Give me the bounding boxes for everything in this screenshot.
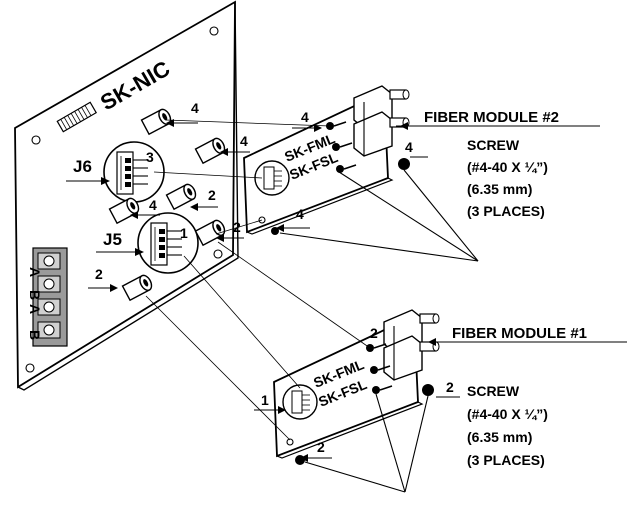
module1-screw-line4: (3 PLACES) (467, 452, 545, 468)
terminal-label-b2: B (27, 330, 43, 340)
mount-hole (213, 249, 223, 259)
module2-screw-num: 4 (405, 139, 413, 155)
j6-header (103, 141, 165, 203)
callout-4: 4 (301, 109, 309, 125)
screw-icon (422, 384, 434, 396)
module1-title: FIBER MODULE #1 (452, 325, 587, 342)
standoffs (108, 108, 226, 302)
callout-4: 4 (296, 206, 304, 222)
j6-label: J6 (73, 157, 92, 176)
module1-screw-num: 2 (446, 379, 454, 395)
standoff (121, 274, 153, 302)
module1-screw-line3: (6.35 mm) (467, 429, 532, 445)
callout-4: 4 (149, 197, 157, 213)
screw-icon (398, 158, 410, 170)
standoff (108, 197, 140, 225)
module2-screw-line3: (6.35 mm) (467, 181, 532, 197)
j5-pin-label: 1 (180, 225, 188, 241)
j5-label: J5 (103, 230, 122, 249)
j5-header (137, 212, 199, 274)
terminal-label-a2: A (27, 304, 43, 314)
module1-pin-label: 1 (261, 392, 269, 408)
standoff (165, 183, 197, 211)
terminal-label-b1: B (27, 290, 43, 300)
module2-screw-line2: (#4-40 X ¼”) (467, 159, 548, 175)
terminal-block (32, 247, 68, 347)
module1-screw-line2: (#4-40 X ¼”) (467, 406, 548, 422)
standoff (140, 108, 172, 136)
module2-title: FIBER MODULE #2 (424, 109, 559, 126)
fiber-module-2 (243, 85, 410, 235)
callout-2: 2 (208, 187, 216, 203)
callout-2: 2 (95, 266, 103, 282)
mount-hole (209, 26, 219, 36)
module2-screw-line1: SCREW (467, 137, 520, 153)
callout-4: 4 (240, 133, 248, 149)
callout-2: 2 (233, 219, 241, 235)
standoff (194, 219, 226, 247)
j6-pin-label: 3 (146, 149, 154, 165)
terminal-label-a1: A (27, 267, 43, 277)
board-connector (56, 101, 98, 133)
screw (271, 227, 279, 235)
mount-hole (25, 363, 35, 373)
standoff (194, 137, 226, 165)
sk-nic-board: SK-NIC J6 3 (14, 0, 239, 391)
mount-hole (31, 135, 41, 145)
callout-4: 4 (191, 100, 199, 116)
callout-2: 2 (317, 439, 325, 455)
callout-2: 2 (370, 325, 378, 341)
module2-screw-line4: (3 PLACES) (467, 203, 545, 219)
screw (295, 455, 305, 465)
fiber-module-1 (273, 309, 440, 459)
module1-screw-line1: SCREW (467, 383, 520, 399)
